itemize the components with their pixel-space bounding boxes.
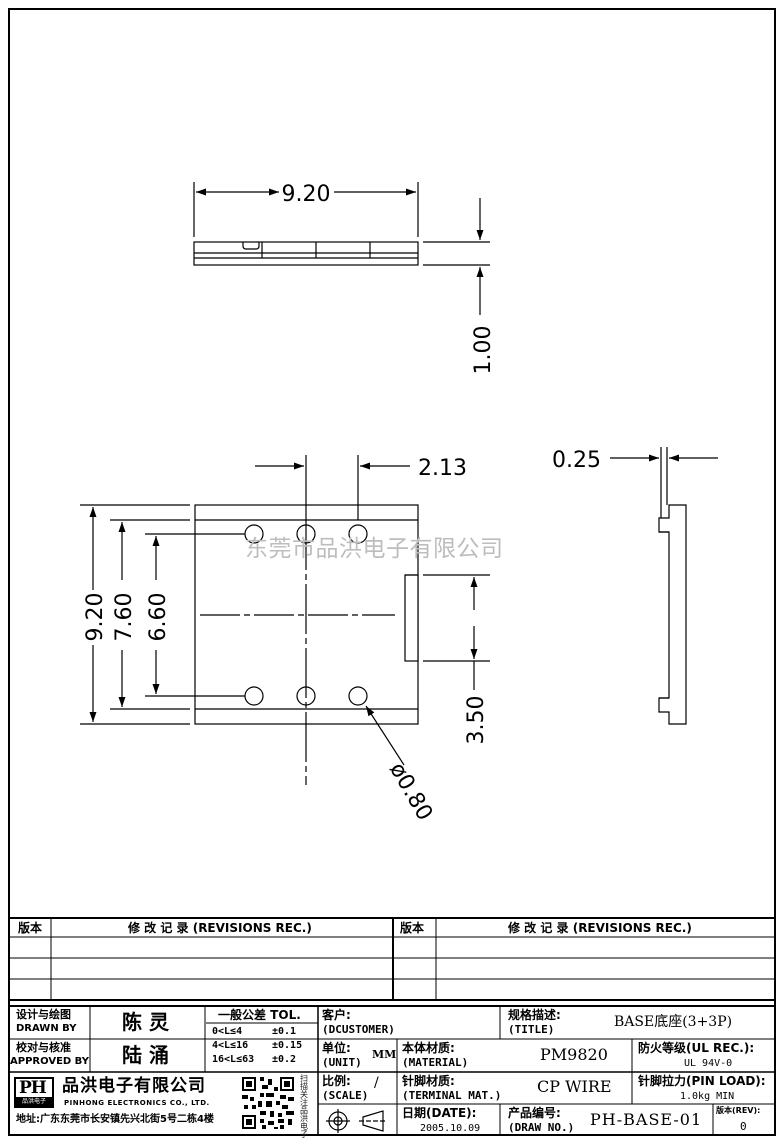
draw-no-label-en: (DRAW NO.) bbox=[508, 1121, 575, 1134]
rev-header-version-left: 版本 bbox=[18, 921, 43, 935]
title-value: BASE底座(3+3P) bbox=[614, 1014, 733, 1030]
unit-label-en: (UNIT) bbox=[322, 1056, 362, 1069]
drawn-by-label-en: DRAWN BY bbox=[16, 1023, 77, 1034]
dim-pitch: 2.13 bbox=[418, 456, 467, 481]
approved-by-label-cn: 校对与核准 bbox=[16, 1041, 71, 1054]
company-logo-sub: 品洪电子 bbox=[16, 1097, 52, 1106]
drawn-by-label-cn: 设计与绘图 bbox=[16, 1008, 71, 1021]
dim-mid-height: 7.60 bbox=[112, 593, 137, 642]
top-view bbox=[193, 182, 490, 315]
rev-label: 版本(REV): bbox=[716, 1106, 761, 1115]
company-logo: PH 品洪电子 bbox=[14, 1077, 54, 1108]
qr-caption: 扫描关注品洪电子 bbox=[300, 1074, 308, 1139]
tolerance-title: 一般公差 TOL. bbox=[218, 1008, 301, 1022]
dim-thickness: 0.25 bbox=[552, 448, 601, 473]
material-label-en: (MATERIAL) bbox=[402, 1056, 469, 1069]
first-angle-projection-icon bbox=[326, 1109, 387, 1133]
company-en: PINHONG ELECTRONICS CO., LTD. bbox=[64, 1099, 210, 1107]
terminal-value: CP WIRE bbox=[537, 1077, 612, 1096]
company-name: 品洪电子有限公司 bbox=[62, 1076, 206, 1096]
dim-outer-height: 9.20 bbox=[83, 593, 108, 642]
terminal-label-en: (TERMINAL MAT.) bbox=[402, 1089, 502, 1102]
approved-by-value: 陆 涌 bbox=[122, 1043, 169, 1067]
terminal-label-cn: 针脚材质: bbox=[402, 1074, 455, 1088]
scale-label-en: (SCALE) bbox=[322, 1089, 369, 1102]
date-label: 日期(DATE): bbox=[402, 1106, 477, 1120]
tol-value-3: ±0.2 bbox=[272, 1054, 297, 1065]
dim-pin-span: 6.60 bbox=[146, 593, 171, 642]
rev-header-record-left: 修 改 记 录 (REVISIONS REC.) bbox=[128, 921, 312, 935]
ul-value: UL 94V-0 bbox=[684, 1058, 733, 1069]
tol-range-3: 16<L≤63 bbox=[212, 1054, 255, 1065]
scale-value: / bbox=[374, 1075, 379, 1091]
dim-top-height: 1.00 bbox=[471, 326, 496, 375]
rev-header-record-right: 修 改 记 录 (REVISIONS REC.) bbox=[508, 921, 692, 935]
draw-no-label-cn: 产品编号: bbox=[508, 1106, 561, 1120]
material-value: PM9820 bbox=[540, 1045, 608, 1064]
scale-label-cn: 比例: bbox=[322, 1074, 351, 1088]
ul-label: 防火等级(UL REC.): bbox=[638, 1041, 755, 1055]
rev-header-version-right: 版本 bbox=[400, 921, 425, 935]
rev-value: 0 bbox=[740, 1120, 747, 1133]
draw-no-value: PH-BASE-01 bbox=[590, 1110, 703, 1129]
approved-by-label-en: APPROVED BY bbox=[10, 1056, 89, 1067]
customer-label-en: (DCUSTOMER) bbox=[322, 1023, 395, 1036]
title-label-cn: 规格描述: bbox=[508, 1008, 561, 1022]
company-logo-mark: PH bbox=[19, 1078, 47, 1098]
tol-value-1: ±0.1 bbox=[272, 1026, 297, 1037]
title-label-en: (TITLE) bbox=[508, 1023, 555, 1036]
pin-load-value: 1.0kg MIN bbox=[680, 1091, 735, 1102]
dim-hole-diameter: ø0.80 bbox=[384, 758, 437, 825]
company-address: 地址:广东东莞市长安镇先兴北街5号二栋4楼 bbox=[16, 1114, 214, 1125]
unit-value: MM bbox=[372, 1048, 397, 1061]
customer-label-cn: 客户: bbox=[322, 1008, 351, 1022]
qr-code-icon bbox=[240, 1075, 296, 1131]
date-value: 2005.10.09 bbox=[420, 1123, 481, 1134]
tol-value-2: ±0.15 bbox=[272, 1040, 303, 1051]
dim-notch: 3.50 bbox=[464, 696, 489, 745]
pin-load-label: 针脚拉力(PIN LOAD): bbox=[638, 1074, 766, 1088]
sheet-border bbox=[8, 8, 776, 1136]
material-label-cn: 本体材质: bbox=[402, 1041, 455, 1055]
tol-range-2: 4<L≤16 bbox=[212, 1040, 249, 1051]
drawn-by-value: 陈 灵 bbox=[122, 1010, 169, 1034]
front-view bbox=[80, 455, 490, 785]
dim-top-width: 9.20 bbox=[282, 182, 331, 207]
tol-range-1: 0<L≤4 bbox=[212, 1026, 243, 1037]
side-view bbox=[610, 447, 718, 725]
unit-label-cn: 单位: bbox=[322, 1041, 351, 1055]
watermark: 东莞市品洪电子有限公司 bbox=[245, 536, 504, 562]
